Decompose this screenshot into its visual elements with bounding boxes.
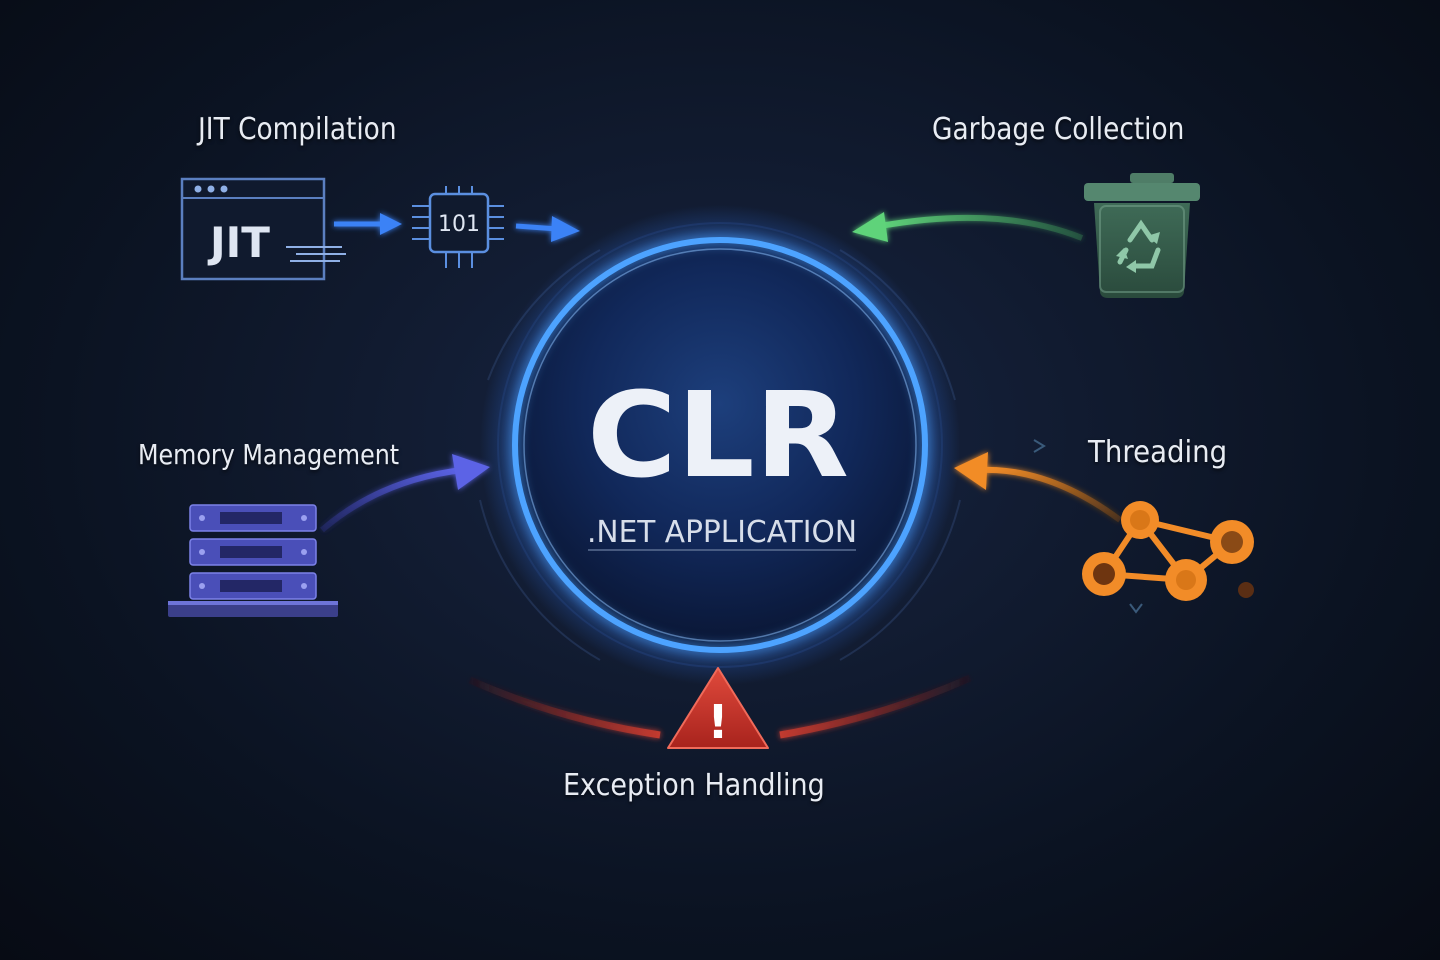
recycle-bin-icon xyxy=(1084,173,1200,298)
warning-glyph: ! xyxy=(708,695,729,749)
exception-arcs xyxy=(468,674,972,739)
code-window-icon: JIT xyxy=(180,177,346,281)
jit-window-text: JIT xyxy=(207,218,270,267)
jit-arrow-2 xyxy=(515,216,580,242)
gc-arrow xyxy=(852,212,1084,242)
exception-handling-label: Exception Handling xyxy=(563,768,825,803)
clr-subtitle: .NET APPLICATION xyxy=(587,515,857,550)
thread-graph-icon xyxy=(1033,439,1254,614)
jit-arrow-1 xyxy=(334,213,402,235)
chip-text: 101 xyxy=(438,212,480,237)
server-rack-icon xyxy=(168,504,338,617)
garbage-collection-label: Garbage Collection xyxy=(932,112,1185,147)
clr-core: CLR .NET APPLICATION xyxy=(480,205,960,685)
jit-compilation-label: JIT Compilation xyxy=(198,112,397,147)
memory-management-label: Memory Management xyxy=(138,438,400,471)
clr-title: CLR xyxy=(587,366,849,504)
warning-triangle-icon: ! xyxy=(667,667,769,749)
threading-label: Threading xyxy=(1088,435,1228,470)
threading-arrow xyxy=(954,452,1122,523)
memory-arrow xyxy=(320,454,490,533)
cpu-chip-icon: 101 xyxy=(412,186,504,268)
